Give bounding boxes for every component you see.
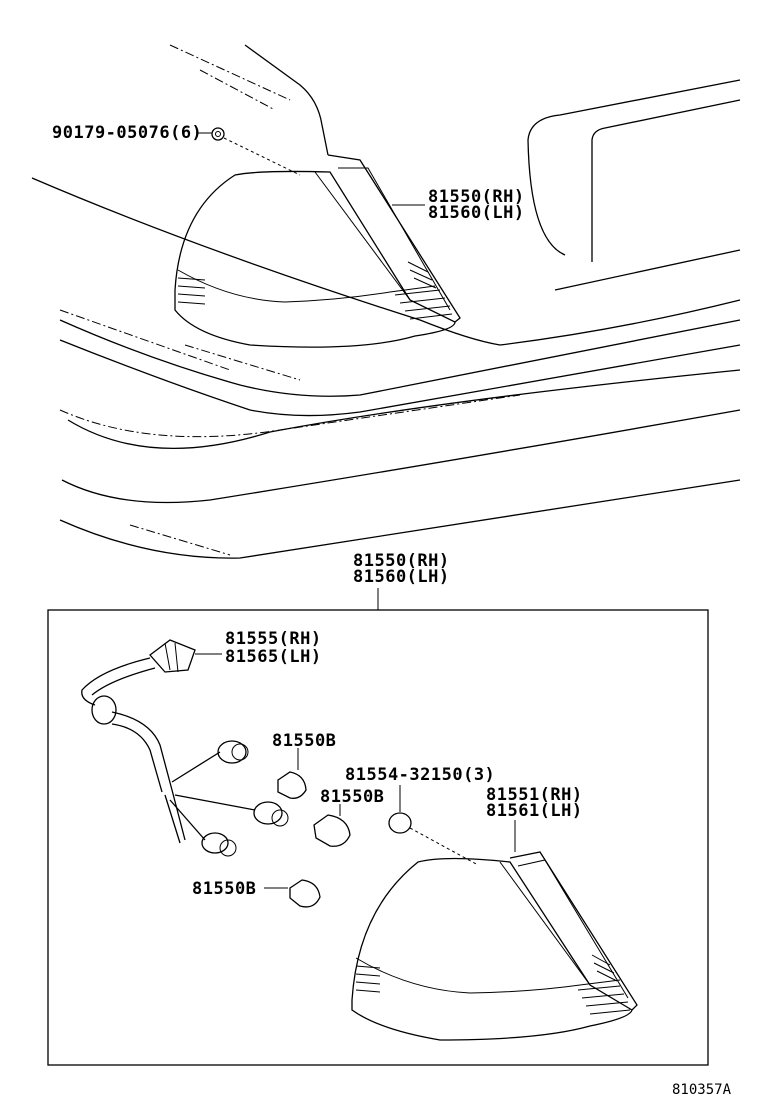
grommet-icon (91, 695, 117, 725)
callout-socket-wire-lh: 81565(LH) (225, 647, 322, 667)
callout-lamp-assy-rh-top: 81550(RH) (428, 187, 525, 207)
bulb-1 (277, 748, 307, 799)
callout-lens-rh: 81551(RH) (486, 785, 583, 805)
bulb-3 (264, 879, 321, 908)
figure-code: 810357A (672, 1082, 732, 1098)
lower-lamp-reflector-hatch (355, 954, 631, 1015)
callout-nut: 90179-05076(6) (52, 123, 202, 143)
nut-icon (211, 127, 225, 141)
upper-lamp-reflector-hatch (177, 261, 453, 320)
callout-bulb-3: 81550B (192, 879, 256, 899)
callout-lamp-assy-lh-box: 81560(LH) (353, 567, 450, 587)
gasket-nut-icon (388, 812, 412, 834)
upper-tail-lamp (174, 127, 461, 348)
callout-lamp-assy-rh-box: 81550(RH) (353, 551, 450, 571)
gasket-nut (388, 785, 479, 866)
callout-gasket-nut: 81554-32150(3) (345, 765, 495, 785)
callout-lamp-assy-lh-top: 81560(LH) (428, 203, 525, 223)
lower-tail-lamp-lens (351, 851, 638, 1041)
exploded-view-frame (47, 609, 709, 1066)
bulb-2 (313, 804, 351, 847)
callout-bulb-1: 81550B (272, 731, 336, 751)
socket-and-wire (81, 639, 289, 857)
socket-3-icon (201, 832, 229, 854)
callout-bulb-2: 81550B (320, 787, 384, 807)
callout-socket-wire-rh: 81555(RH) (225, 629, 322, 649)
socket-1-icon (217, 740, 247, 764)
vehicle-body-outline (31, 44, 741, 559)
callout-lens-lh: 81561(LH) (486, 801, 583, 821)
socket-2-icon (253, 801, 283, 825)
